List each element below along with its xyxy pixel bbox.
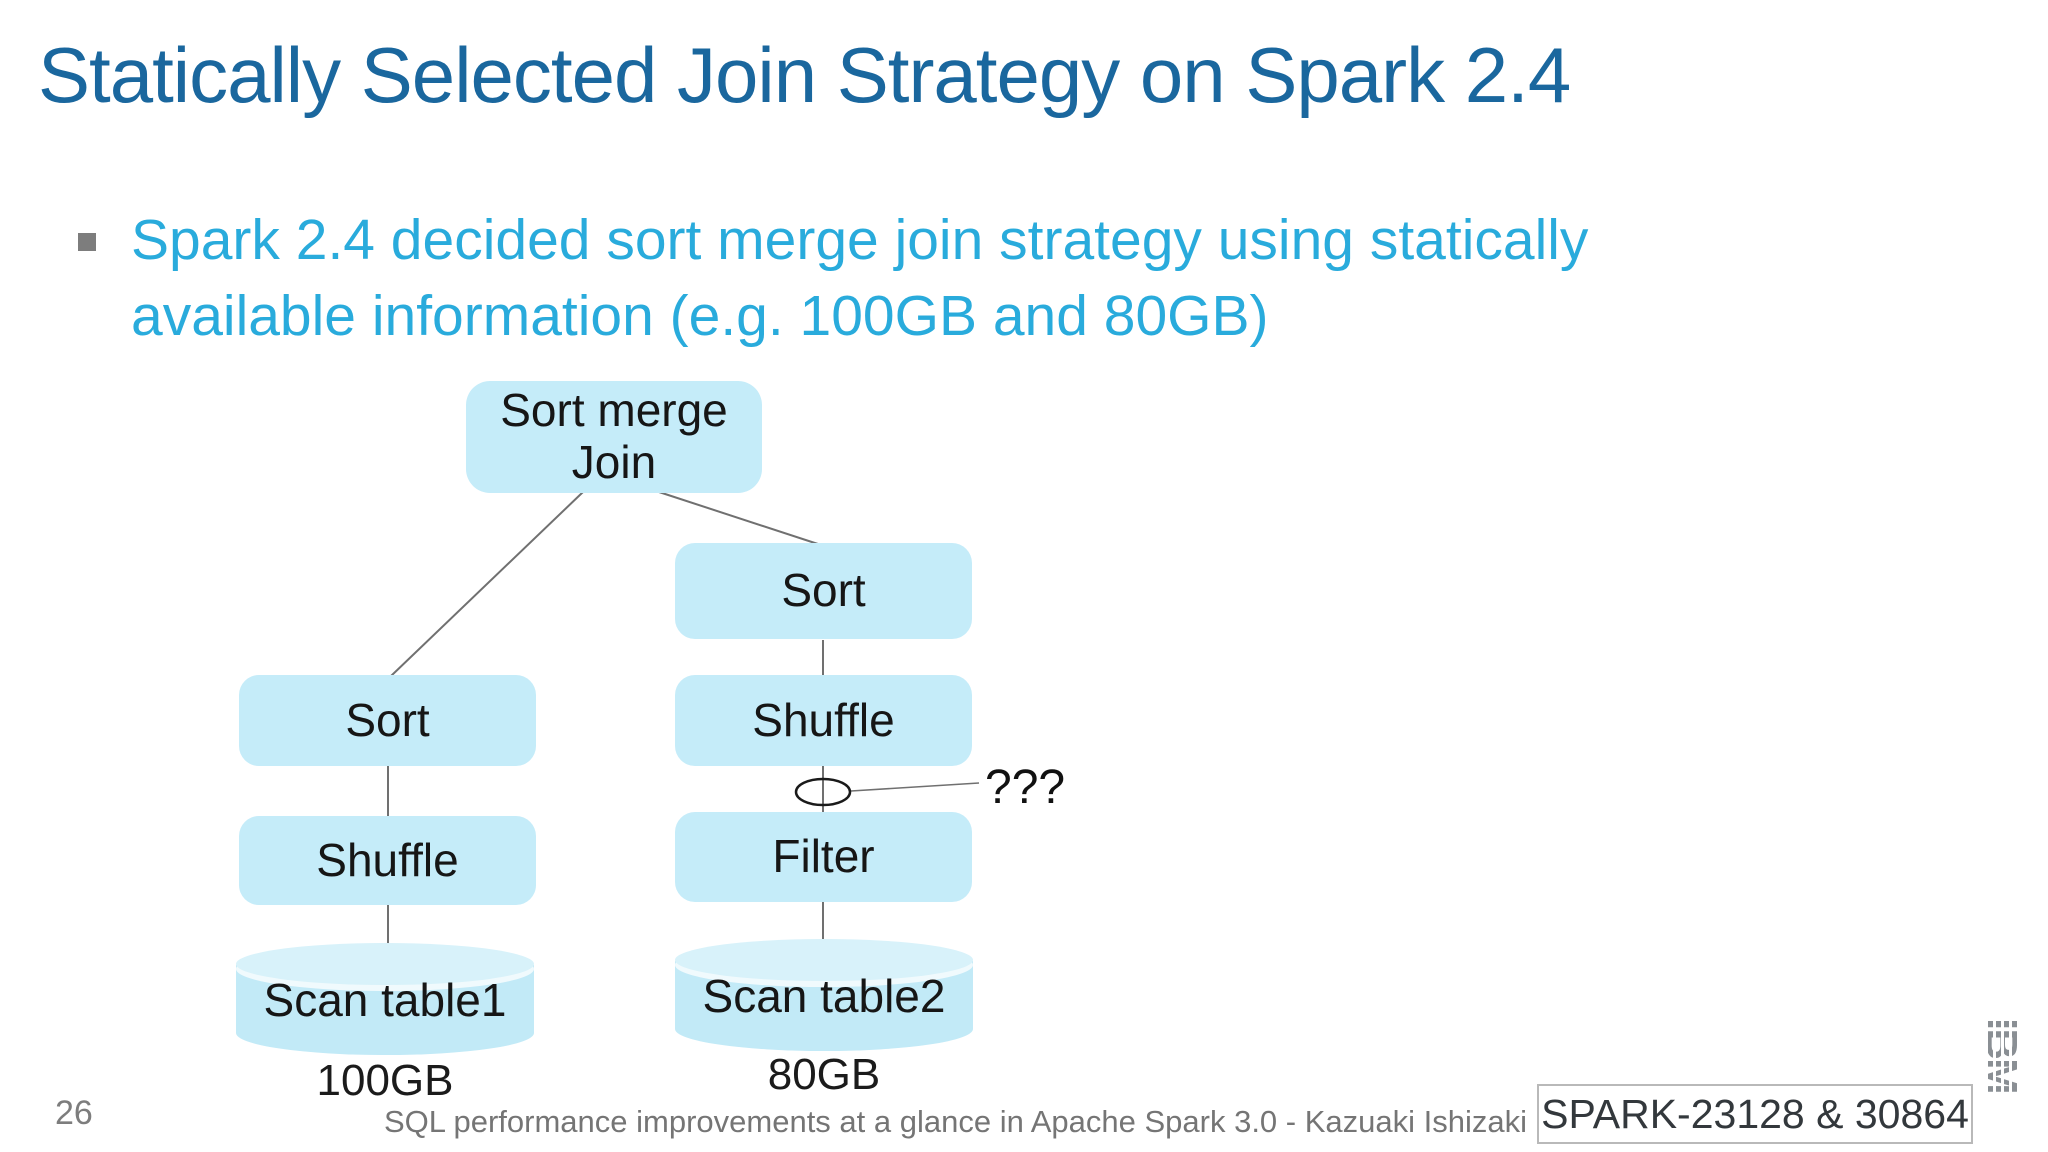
footer-credit: SQL performance improvements at a glance… <box>384 1104 1527 1139</box>
node-shuffle-right: Shuffle <box>675 675 972 766</box>
bullet-line-1: Spark 2.4 decided sort merge join strate… <box>131 208 1589 272</box>
jira-ticket-box: SPARK-23128 & 30864 <box>1537 1084 1973 1144</box>
node-sort-merge-join-line1: Sort merge <box>500 384 728 437</box>
node-sort-merge-join: Sort merge Join <box>466 381 762 493</box>
unknown-annotation: ??? <box>985 761 1066 814</box>
database-cylinder-icon <box>236 943 534 1055</box>
bullet-line-2: available information (e.g. 100GB and 80… <box>131 283 1269 348</box>
page-number: 26 <box>55 1094 93 1132</box>
page-title: Statically Selected Join Strategy on Spa… <box>38 31 1571 119</box>
ibm-logo-icon: IBM <box>1977 1018 2026 1118</box>
size-label-100gb: 100GB <box>316 1056 454 1105</box>
cylinder-scan-table2: Scan table2 <box>675 939 973 1053</box>
scan-table1-label: Scan table1 <box>263 974 507 1026</box>
size-label-80gb: 80GB <box>767 1050 881 1099</box>
node-shuffle-left: Shuffle <box>239 816 536 905</box>
database-cylinder-icon <box>675 939 973 1051</box>
node-filter-right: Filter <box>675 812 972 902</box>
annotation-line <box>850 782 980 792</box>
node-sort-merge-join-line2: Join <box>571 436 657 488</box>
jira-ticket-label: SPARK-23128 & 30864 <box>1541 1090 1969 1137</box>
node-sort-right: Sort <box>675 543 972 639</box>
bullet-text: Spark 2.4 decided sort merge join strate… <box>131 203 1831 355</box>
cylinder-scan-table1: Scan table1 <box>236 943 534 1057</box>
bullet-square-icon <box>78 233 96 251</box>
annotation-ellipse-icon <box>794 777 852 807</box>
scan-table2-label: Scan table2 <box>702 970 946 1022</box>
ibm-logo-text: IBM <box>1981 1018 2025 1093</box>
node-sort-left: Sort <box>239 675 536 766</box>
